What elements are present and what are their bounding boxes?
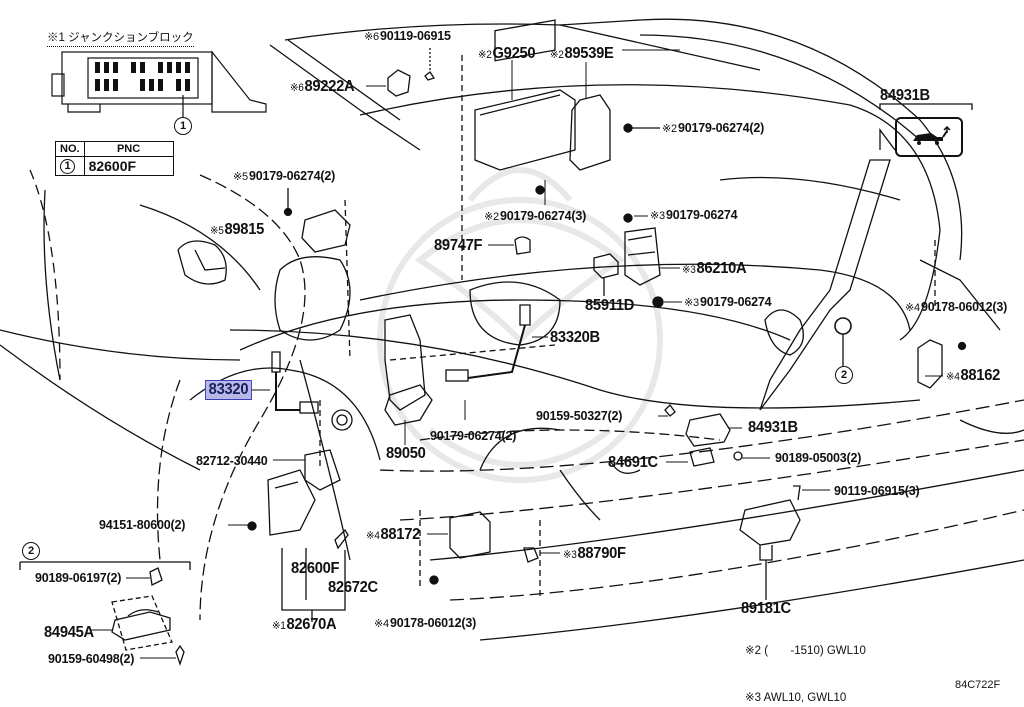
part-label-90179-06274-b[interactable]: ※390179-06274 (684, 295, 772, 309)
part-label-82600F[interactable]: 82600F (291, 560, 340, 577)
part-label-89747F[interactable]: 89747F (434, 237, 483, 254)
part-label-88790F[interactable]: ※388790F (563, 545, 626, 562)
part-label-83320B[interactable]: 83320B (550, 329, 600, 346)
pnc-row-value[interactable]: 82600F (83, 156, 174, 176)
part-label-90119-06915-3[interactable]: 90119-06915(3) (834, 484, 920, 498)
junction-block-drawing (51, 50, 267, 118)
callout-2-detail: 2 (22, 542, 40, 560)
part-label-88162[interactable]: ※488162 (946, 367, 1001, 384)
part-label-84945A[interactable]: 84945A (44, 624, 94, 641)
footnote-3: ※3 AWL10, GWL10 (745, 691, 847, 704)
part-label-90119-06915[interactable]: ※690119-06915 (364, 29, 451, 43)
part-label-90179-06274-2-left[interactable]: ※590179-06274(2) (233, 169, 336, 183)
part-label-90179-06274-3[interactable]: ※290179-06274(3) (484, 209, 587, 223)
callout-2-on-car: 2 (835, 366, 853, 384)
pnc-header-no: NO. (55, 141, 85, 157)
pnc-row-callout: 1 (60, 158, 75, 174)
part-label-90189-06197[interactable]: 90189-06197(2) (35, 571, 122, 585)
part-label-90179-06274-a[interactable]: ※390179-06274 (650, 208, 738, 222)
part-label-switch-inset[interactable]: 84931B (880, 87, 930, 104)
trunk-opener-switch (895, 117, 963, 157)
footnotes: ※2 ( -1510) GWL10 ※3 AWL10, GWL10 ※4 有り(… (745, 613, 986, 707)
part-label-82712-30440[interactable]: 82712-30440 (196, 454, 268, 468)
pnc-table-row: 1 82600F (55, 156, 174, 176)
callout-1: 1 (174, 117, 192, 135)
part-label-84691C[interactable]: 84691C (608, 454, 658, 471)
part-label-82672C[interactable]: 82672C (328, 579, 378, 596)
part-label-88172[interactable]: ※488172 (366, 526, 421, 543)
part-label-90189-05003[interactable]: 90189-05003(2) (775, 451, 862, 465)
pnc-table-header: NO. PNC (55, 141, 174, 157)
part-label-90159-60498[interactable]: 90159-60498(2) (48, 652, 135, 666)
part-label-85911D[interactable]: 85911D (585, 297, 635, 314)
illustration-code: 84C722F (955, 679, 1001, 691)
part-label-89181C[interactable]: 89181C (741, 600, 791, 617)
junction-block-title: ※1 ジャンクションブロック (47, 29, 194, 47)
assembly-group-outlines (319, 55, 936, 600)
part-label-89222A[interactable]: ※689222A (290, 78, 355, 95)
door-handle-shape (177, 240, 227, 285)
part-label-89815[interactable]: ※589815 (210, 221, 265, 238)
pnc-table: NO. PNC 1 82600F (55, 141, 174, 176)
part-label-G9250[interactable]: ※2G9250 (478, 45, 536, 62)
pnc-header-pnc: PNC (83, 141, 174, 157)
part-label-89050[interactable]: 89050 (386, 445, 426, 462)
part-label-90178-06012-right[interactable]: ※490178-06012(3) (905, 300, 1008, 314)
trunk-open-icon (913, 125, 951, 145)
part-label-90179-06274-2-upper[interactable]: ※290179-06274(2) (662, 121, 765, 135)
part-label-94151-80600[interactable]: 94151-80600(2) (99, 518, 186, 532)
car-body-outline (0, 18, 1024, 641)
part-label-90159-50327[interactable]: 90159-50327(2) (536, 409, 623, 423)
part-label-84931B[interactable]: 84931B (748, 419, 798, 436)
part-label-90179-06274-2-center[interactable]: 90179-06274(2) (430, 429, 517, 443)
part-label-89539E[interactable]: ※289539E (550, 45, 614, 62)
part-label-86210A[interactable]: ※386210A (682, 260, 747, 277)
part-label-90178-06012-bottom[interactable]: ※490178-06012(3) (374, 616, 477, 630)
component-drawings (19, 19, 973, 667)
part-label-83320-highlighted[interactable]: 83320 (205, 380, 252, 400)
footnote-2: ※2 ( -1510) GWL10 (745, 645, 866, 657)
part-label-82670A[interactable]: ※182670A (272, 616, 337, 633)
leader-lines (90, 49, 943, 659)
